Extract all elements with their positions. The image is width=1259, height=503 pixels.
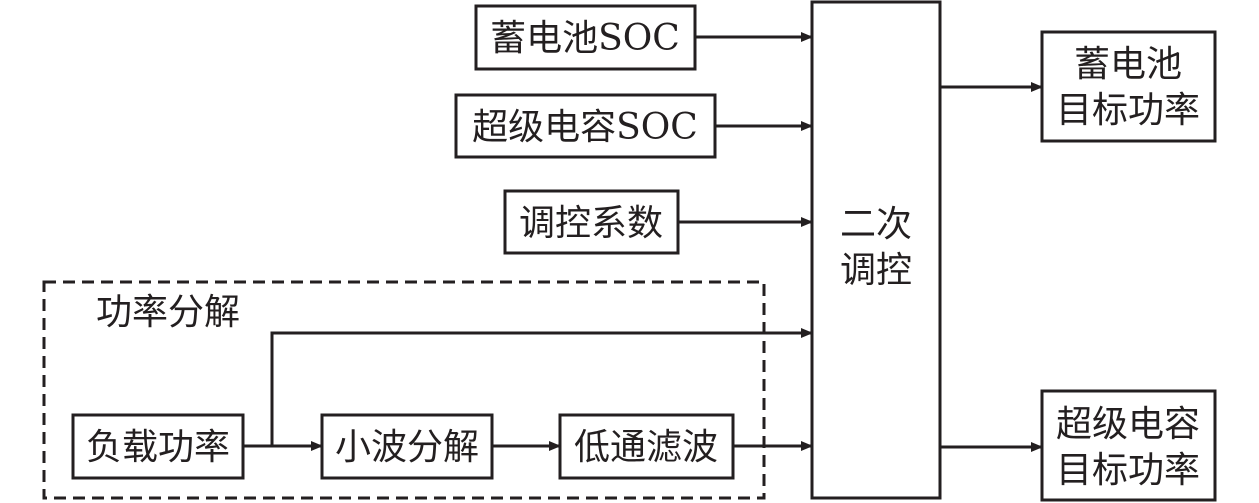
secondary-control-label-2: 调控 xyxy=(840,250,912,291)
control-coef-label: 调控系数 xyxy=(519,203,663,244)
load-power-label: 负载功率 xyxy=(86,427,230,468)
supercap-target-label-2: 目标功率 xyxy=(1056,450,1200,491)
battery-target-label-1: 蓄电池 xyxy=(1074,44,1182,85)
secondary-control-box xyxy=(810,0,942,500)
power-decomposition-group xyxy=(42,280,766,500)
battery-target-label-2: 目标功率 xyxy=(1056,90,1200,131)
supercap-soc-label: 超级电容SOC xyxy=(472,107,698,148)
arrow-load-bypass xyxy=(243,328,813,448)
battery-soc-label: 蓄电池SOC xyxy=(490,18,680,59)
wavelet-label: 小波分解 xyxy=(335,427,479,468)
lowpass-label: 低通滤波 xyxy=(574,427,718,468)
secondary-control-label-1: 二次 xyxy=(840,204,912,245)
power-decomposition-title: 功率分解 xyxy=(96,292,240,333)
supercap-target-label-1: 超级电容 xyxy=(1056,404,1200,445)
